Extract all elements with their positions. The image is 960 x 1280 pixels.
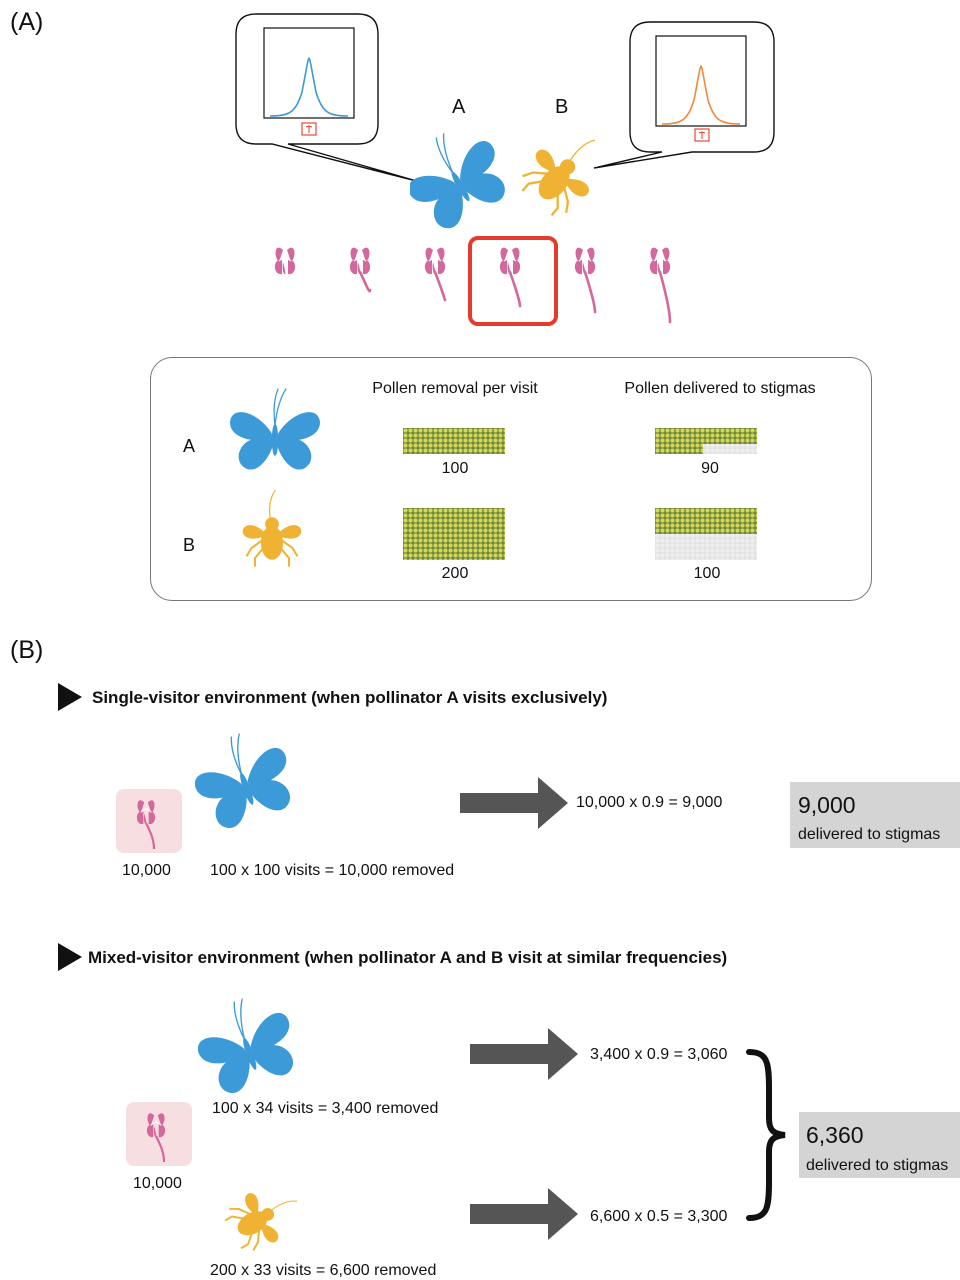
- triangle-bullet-icon: [58, 943, 82, 971]
- single-result-text: delivered to stigmas: [798, 826, 941, 843]
- row-label-b: B: [183, 535, 196, 555]
- value-a-delivered: 90: [701, 460, 719, 477]
- single-heading: Single-visitor environment (when pollina…: [92, 688, 608, 707]
- flower-row: [260, 240, 700, 330]
- single-removed: 100 x 100 visits = 10,000 removed: [210, 862, 455, 879]
- value-b-removal: 200: [441, 565, 469, 582]
- mixed-calc-a: 3,400 x 0.9 = 3,060: [590, 1046, 728, 1063]
- mixed-result-value: 6,360: [806, 1122, 864, 1148]
- flower-tile: [116, 789, 182, 853]
- value-b-delivered: 100: [693, 565, 721, 582]
- pollinator-a-letter: A: [452, 96, 466, 118]
- arrow-icon: [460, 777, 568, 829]
- mixed-pollen-count: 10,000: [133, 1175, 182, 1192]
- flower-icon: [274, 246, 296, 275]
- bee-icon: [241, 489, 303, 568]
- arrow-icon: [470, 1188, 578, 1240]
- single-result-box: [790, 782, 960, 848]
- mixed-removed-b: 200 x 33 visits = 6,600 removed: [210, 1262, 437, 1279]
- bee-icon: [218, 1180, 298, 1260]
- mixed-heading: Mixed-visitor environment (when pollinat…: [88, 948, 728, 967]
- pollinator-b-bubble: [593, 21, 775, 169]
- flower-icon: [424, 246, 447, 302]
- mixed-result-box: [799, 1112, 960, 1178]
- col-header-delivered: Pollen delivered to stigmas: [624, 380, 816, 397]
- triangle-bullet-icon: [58, 683, 82, 711]
- flower-tile: [126, 1102, 192, 1166]
- butterfly-icon: [198, 995, 298, 1095]
- pollen-removal-b-block: [403, 508, 505, 560]
- panel-a-label: (A): [10, 8, 44, 36]
- mixed-removed-a: 100 x 34 visits = 3,400 removed: [212, 1100, 439, 1117]
- bee-icon: [515, 135, 605, 226]
- arrow-icon: [470, 1028, 578, 1080]
- butterfly-icon: [229, 387, 321, 471]
- distribution-plot-b: [655, 35, 747, 127]
- curly-brace-icon: [746, 1049, 786, 1221]
- flower-icon: [649, 246, 672, 324]
- flower-icon: [574, 246, 597, 314]
- flower-icon-small-b: [694, 128, 710, 142]
- butterfly-icon: [195, 730, 295, 830]
- pollen-delivered-b-block: [655, 508, 757, 560]
- flower-icon: [499, 246, 522, 308]
- pollinator-b-letter: B: [555, 96, 569, 118]
- pollen-removal-a-block: [403, 428, 505, 454]
- butterfly-icon: [410, 130, 510, 230]
- pollen-delivered-a-block: [655, 428, 757, 454]
- row-label-a: A: [183, 436, 196, 456]
- distribution-curve-a: [269, 57, 349, 117]
- single-result-value: 9,000: [798, 792, 856, 818]
- mixed-result-text: delivered to stigmas: [806, 1157, 949, 1174]
- distribution-curve-b: [661, 65, 741, 125]
- single-pollen-count: 10,000: [122, 862, 171, 879]
- pollinator-a-bubble: [235, 13, 421, 183]
- distribution-plot-a: [263, 27, 355, 119]
- mixed-calc-b: 6,600 x 0.5 = 3,300: [590, 1208, 728, 1225]
- highlighted-flower-frame: [468, 236, 558, 326]
- panel-b-label: (B): [10, 636, 44, 664]
- flower-icon: [349, 246, 372, 293]
- flower-icon-small-a: [301, 122, 317, 136]
- single-calc: 10,000 x 0.9 = 9,000: [576, 794, 723, 811]
- pollen-table: [150, 357, 872, 601]
- value-a-removal: 100: [441, 460, 469, 477]
- col-header-removal: Pollen removal per visit: [372, 380, 538, 397]
